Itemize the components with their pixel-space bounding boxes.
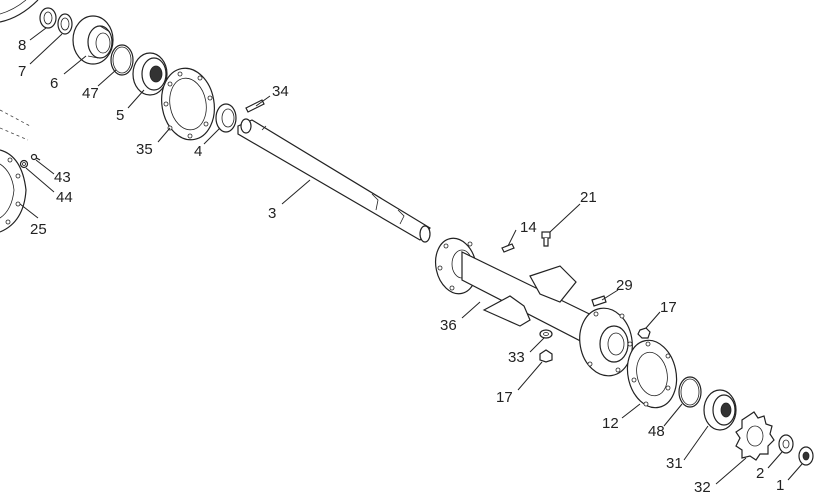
label-17-upper: 17 [660,299,677,316]
label-47: 47 [82,85,99,102]
part-2-washer [778,434,794,454]
part-29-bolt [591,295,607,307]
label-17-lower: 17 [496,389,513,406]
label-29: 29 [616,277,633,294]
label-25: 25 [30,221,47,238]
part-47-ring [110,44,134,76]
label-32: 32 [694,479,711,496]
part-17-nut-lower [539,349,553,363]
part-43-bolt [30,153,41,161]
label-34: 34 [272,83,289,100]
part-31-bearing [703,389,737,431]
part-3-shaft [237,118,431,243]
label-8: 8 [18,37,26,54]
label-35: 35 [136,141,153,158]
part-33-washer [539,329,553,339]
label-33: 33 [508,349,525,366]
label-6: 6 [50,75,58,92]
label-31: 31 [666,455,683,472]
label-5: 5 [116,107,124,124]
part-8-seal [39,7,57,29]
label-48: 48 [648,423,665,440]
part-4-seal [215,103,237,133]
label-43: 43 [54,169,71,186]
part-36-axle-housing [434,237,633,377]
label-14: 14 [520,219,537,236]
part-21-bolt [541,231,551,247]
partial-hub-top-left [0,0,39,23]
label-2: 2 [756,465,764,482]
part-5-bearing [132,52,168,96]
part-17-nut-upper [637,327,651,339]
label-4: 4 [194,143,202,160]
label-1: 1 [776,477,784,494]
part-32-sprocket [735,411,775,461]
leader-lines [19,27,803,485]
part-7-washer [57,13,73,35]
label-21: 21 [580,189,597,206]
part-1-nut [798,446,814,466]
label-36: 36 [440,317,457,334]
part-6-hub [72,15,114,65]
part-44-washer [19,159,29,169]
label-7: 7 [18,63,26,80]
label-3: 3 [268,205,276,222]
label-12: 12 [602,415,619,432]
part-48-ring [678,376,702,408]
part-25-housing [0,109,31,233]
label-44: 44 [56,189,73,206]
part-12-gasket [626,339,678,409]
